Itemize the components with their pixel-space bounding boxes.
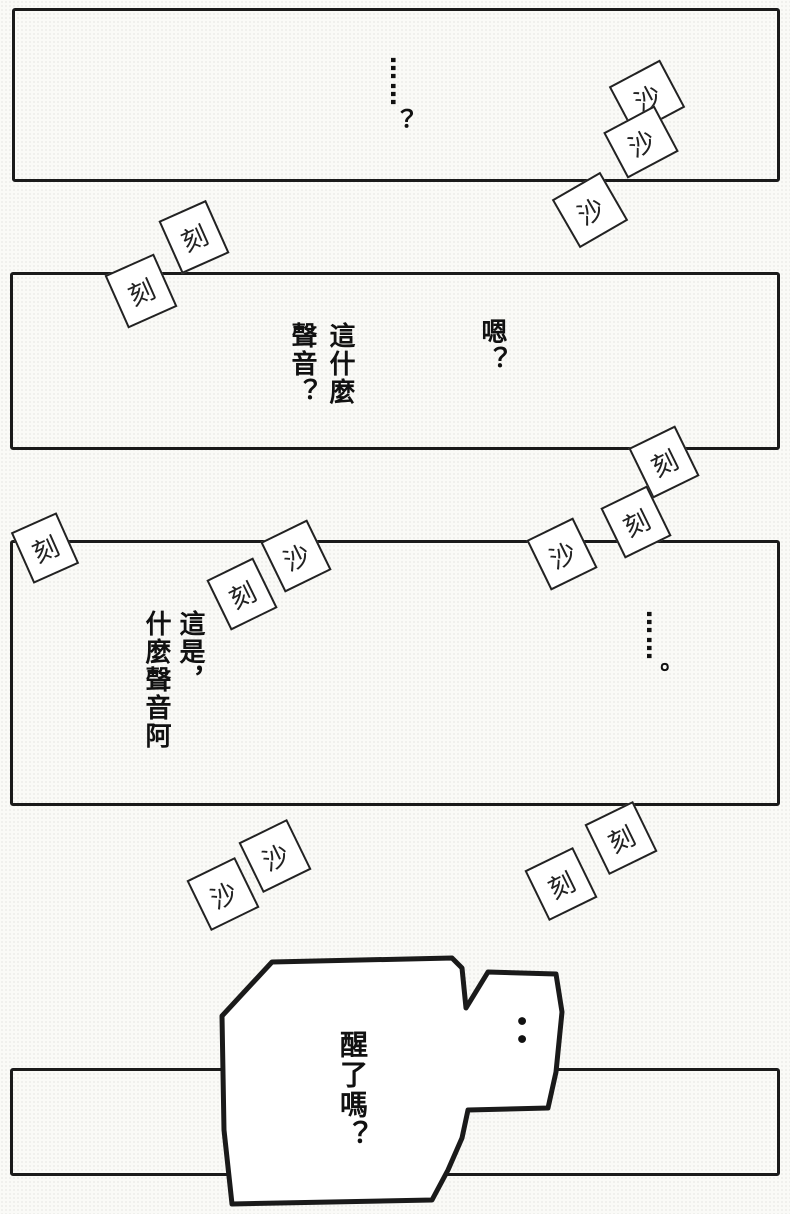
dialogue-hm: 嗯？	[477, 318, 507, 374]
dialogue-dots: ••	[508, 1014, 533, 1051]
dialogue-ellipsis: ……。	[641, 610, 669, 688]
dialogue-what-sound: 這什麼	[325, 322, 355, 406]
dialogue-ellipsis-question: ……？	[385, 56, 413, 134]
dialogue-awake-question: 醒了嗎？	[336, 1030, 369, 1150]
dialogue-this-is: 這是，	[175, 610, 205, 694]
dialogue-what-sound-ah: 什麼聲音阿	[141, 610, 171, 750]
comic-panel-2	[10, 272, 780, 450]
dialogue-sound-question: 聲音？	[287, 322, 317, 406]
comic-panel-3	[10, 540, 780, 806]
comic-panel-1	[12, 8, 780, 182]
